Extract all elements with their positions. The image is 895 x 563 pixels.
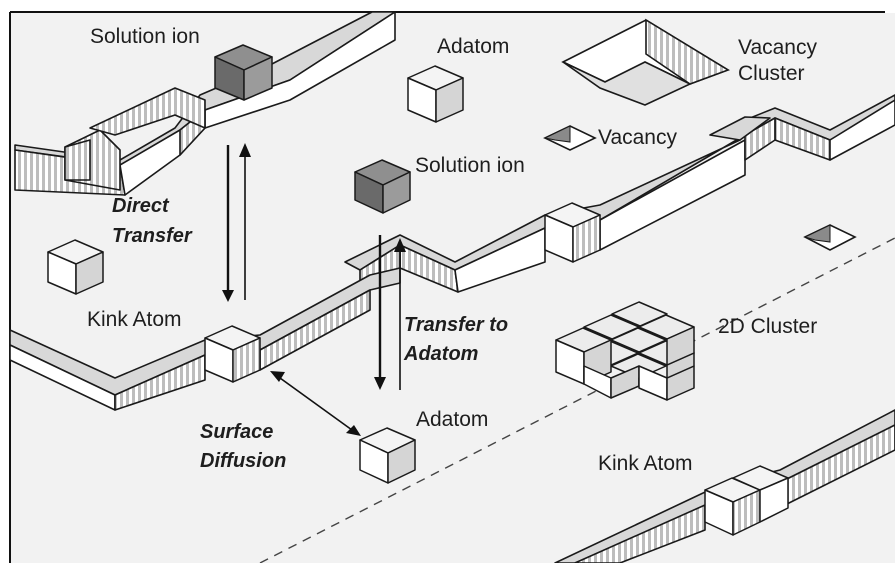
label-2d-cluster: 2D Cluster: [718, 315, 817, 338]
label-surface-diffusion-2: Diffusion: [200, 450, 286, 472]
solution-ion-cube-top: [214, 44, 273, 101]
frame: [9, 11, 885, 563]
label-kink-atom-left: Kink Atom: [87, 308, 182, 331]
label-adatom-top: Adatom: [437, 35, 509, 58]
label-vacancy-cluster-2: Cluster: [738, 62, 805, 85]
label-kink-atom-bottom: Kink Atom: [598, 452, 693, 475]
label-transfer-adatom-2: Adatom: [403, 343, 478, 365]
label-solution-ion-top: Solution ion: [90, 25, 200, 48]
vacancy-cluster: [561, 18, 730, 106]
vacancy-hole-right: [803, 224, 857, 251]
kink-atom-cube-left: [204, 325, 261, 383]
cluster-2d: [555, 301, 695, 401]
direct-transfer-arrows: [222, 143, 251, 302]
dashed-guide-line: [259, 237, 895, 563]
upper-step-edge: [14, 11, 396, 196]
adatom-cube-bottom: [359, 427, 416, 484]
label-vacancy-cluster-1: Vacancy: [738, 36, 817, 59]
label-transfer-adatom-1: Transfer to: [404, 314, 508, 336]
label-direct-transfer-2: Transfer: [112, 225, 193, 247]
label-surface-diffusion-1: Surface: [200, 421, 273, 443]
adatom-cube-left: [47, 239, 104, 295]
label-vacancy: Vacancy: [598, 126, 677, 149]
step-atom-cube-mid: [544, 202, 601, 263]
kink-atom-cube-bottom: [704, 465, 789, 536]
transfer-to-adatom-arrows: [374, 235, 406, 390]
vacancy-hole: [543, 125, 597, 151]
label-adatom-bottom: Adatom: [416, 408, 488, 431]
label-direct-transfer-1: Direct: [112, 195, 170, 217]
solution-ion-cube-mid: [354, 159, 411, 214]
adatom-cube-top: [407, 65, 464, 123]
surface-diffusion-arrow: [270, 371, 361, 436]
label-solution-ion-mid: Solution ion: [415, 154, 525, 177]
